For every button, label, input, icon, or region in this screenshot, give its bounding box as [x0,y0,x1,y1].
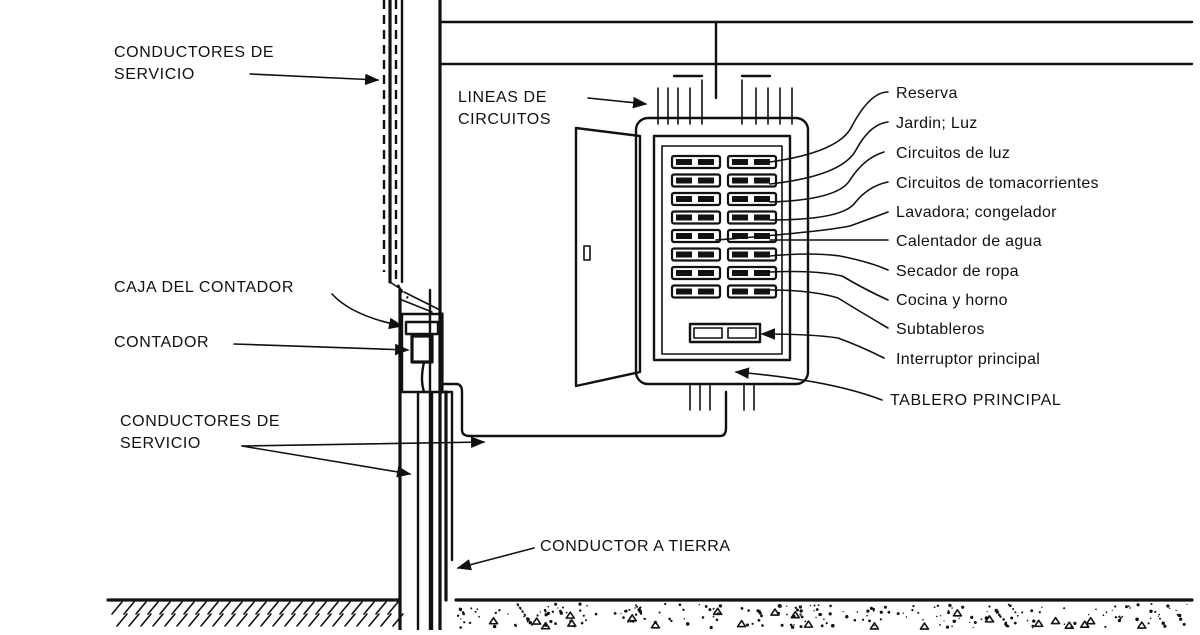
service-conduit-down [416,360,434,632]
label-circuit-main-switch: Interruptor principal [896,351,1040,368]
breaker [670,247,722,262]
label-circuit-stove-oven: Cocina y horno [896,292,1008,309]
label-circuit-reserve: Reserva [896,85,958,102]
bottom-wires [689,383,755,411]
breaker [670,191,722,207]
label-circuit-lighting: Circuitos de luz [896,145,1010,162]
breaker [726,247,778,262]
labels: CONDUCTORES DE SERVICIO LINEAS DE CIRCUI… [114,44,1099,555]
feeder-cable [440,382,728,602]
label-circuit-washer-freezer: Lavadora; congelador [896,204,1057,221]
main-panel [574,74,810,411]
label-main-panel: TABLERO PRINCIPAL [890,392,1061,409]
label-circuit-lines-2: CIRCUITOS [458,111,551,128]
soil-hatch [111,601,404,627]
label-service-conductors-top-1: CONDUCTORES DE [114,44,274,61]
main-breaker [688,322,762,344]
label-circuit-clothes-dryer: Secador de ropa [896,263,1019,280]
breaker [726,154,778,170]
breaker [726,191,778,207]
breaker [670,228,722,244]
label-circuit-lines-1: LINEAS DE [458,89,547,106]
service-drop-conductor [382,0,409,299]
label-circuit-water-heater: Calentador de agua [896,233,1042,250]
leader-lines [233,73,889,571]
breaker [670,265,722,281]
label-circuit-garden-light: Jardin; Luz [896,115,978,132]
label-circuit-outlets: Circuitos de tomacorrientes [896,175,1099,192]
breaker [726,173,778,188]
breaker [726,210,778,225]
breaker [726,265,778,281]
breaker [670,154,722,170]
breaker [726,284,778,299]
breaker [670,173,722,188]
breaker [670,284,722,299]
label-meter: CONTADOR [114,334,209,351]
label-meter-box: CAJA DEL CONTADOR [114,279,294,296]
label-service-conductors-top-2: SERVICIO [114,66,195,83]
label-circuit-subpanels: Subtableros [896,321,985,338]
breaker-grid [670,154,778,299]
ceiling-beams [438,20,1194,100]
label-service-conductors-bottom-1: CONDUCTORES DE [120,413,280,430]
label-service-conductors-bottom-2: SERVICIO [120,435,201,452]
label-ground-conductor: CONDUCTOR A TIERRA [540,538,731,555]
concrete-slab [456,602,1188,630]
breaker [670,210,722,225]
ground-surface [106,598,1194,630]
